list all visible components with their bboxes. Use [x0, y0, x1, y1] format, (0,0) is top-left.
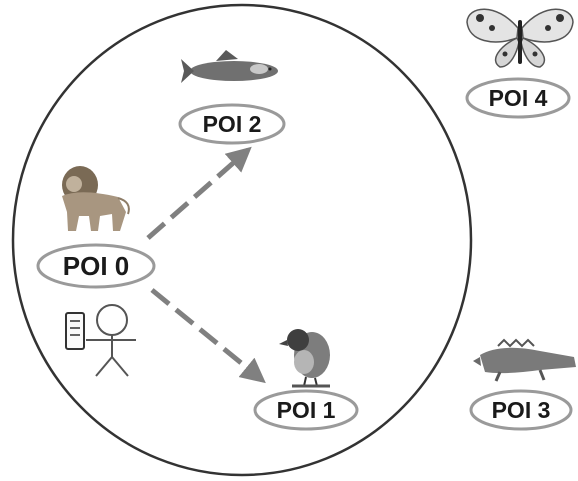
fish-icon	[181, 50, 278, 83]
poi-0-label[interactable]: POI 0	[36, 243, 156, 289]
poi-1-label[interactable]: POI 1	[253, 389, 359, 431]
coverage-circle	[11, 3, 473, 477]
poi-1-text: POI 1	[277, 397, 336, 423]
visitor-with-phone-icon	[65, 304, 136, 377]
poi-4-text: POI 4	[489, 85, 548, 111]
arrow-poi0-to-poi2	[146, 146, 252, 240]
poi-3-text: POI 3	[492, 397, 551, 423]
butterfly-icon	[466, 8, 574, 68]
arrow-poi0-to-poi1	[150, 288, 266, 384]
lion-icon	[62, 166, 130, 231]
crocodile-icon	[473, 338, 576, 382]
poi-0-text: POI 0	[63, 251, 129, 281]
poi-4-label[interactable]: POI 4	[465, 77, 571, 119]
bird-icon	[279, 329, 346, 388]
poi-3-label[interactable]: POI 3	[469, 389, 573, 431]
poi-2-label[interactable]: POI 2	[178, 103, 286, 145]
poi-2-text: POI 2	[203, 111, 262, 137]
